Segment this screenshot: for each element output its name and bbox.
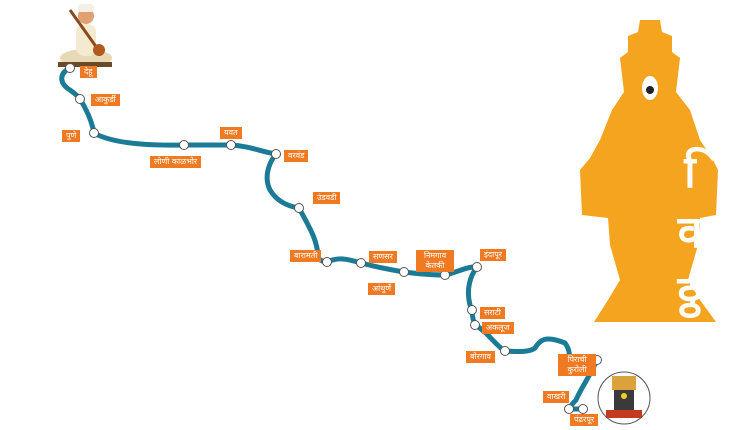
route-line: [59, 65, 600, 412]
stop-marker-pune: [89, 128, 99, 138]
stop-label-loni-kalbhor: लोणी काळभोर: [150, 156, 202, 168]
stop-label-baramati: बारामती: [290, 250, 322, 262]
stop-marker-undavadi: [294, 203, 304, 213]
idol-text: विठ्ठल: [662, 140, 713, 380]
stop-label-wakhari: वाखरी: [543, 391, 570, 403]
stop-marker-sarati: [467, 305, 477, 315]
stop-marker-wakhari: [564, 404, 574, 414]
stop-label-dehu: देहू: [80, 66, 97, 78]
stop-label-undavadi: उंडवडी: [313, 192, 341, 204]
stop-marker-loni-kalbhor: [179, 140, 189, 150]
saint-tukaram-icon: [58, 4, 112, 67]
stop-label-borgaon: बोरगाव: [466, 351, 495, 363]
stop-label-varvand: वरवंड: [284, 150, 309, 162]
stop-marker-baramati: [322, 257, 332, 267]
stop-label-sanasar: सणसर: [369, 251, 397, 263]
stop-label-pirachi-kuroli: पिराची कुरोली: [558, 354, 596, 376]
stop-label-anthurne: आंथुर्णे: [368, 283, 396, 295]
pandharpur-temple-icon: [597, 371, 651, 425]
stop-label-sarati: सराटी: [480, 307, 505, 319]
stop-marker-varvand: [271, 149, 281, 159]
stop-label-indapur: इंदापूर: [480, 249, 507, 261]
stop-label-akluj: अकलूज: [482, 322, 514, 334]
stop-marker-akurdi: [75, 94, 85, 104]
stop-label-yavat: यवत: [220, 127, 242, 139]
stop-marker-dehu: [65, 63, 75, 73]
stop-label-nimgaon-ketaki: निमगाव केतकी: [416, 250, 454, 272]
stop-marker-akluj: [470, 320, 480, 330]
stop-marker-pandharpur: [578, 404, 588, 414]
stop-marker-borgaon: [500, 346, 510, 356]
stop-marker-sanasar: [356, 258, 366, 268]
stop-label-pandharpur: पंढरपूर: [570, 414, 599, 426]
stop-markers: [65, 63, 602, 414]
stop-marker-yavat: [226, 140, 236, 150]
stop-marker-indapur: [472, 262, 482, 272]
stop-label-pune: पुणे: [62, 130, 81, 142]
vitthal-idol-icon: [580, 20, 718, 322]
stop-label-akurdi: आकुर्डी: [91, 94, 120, 106]
stop-marker-anthurne: [399, 267, 409, 277]
